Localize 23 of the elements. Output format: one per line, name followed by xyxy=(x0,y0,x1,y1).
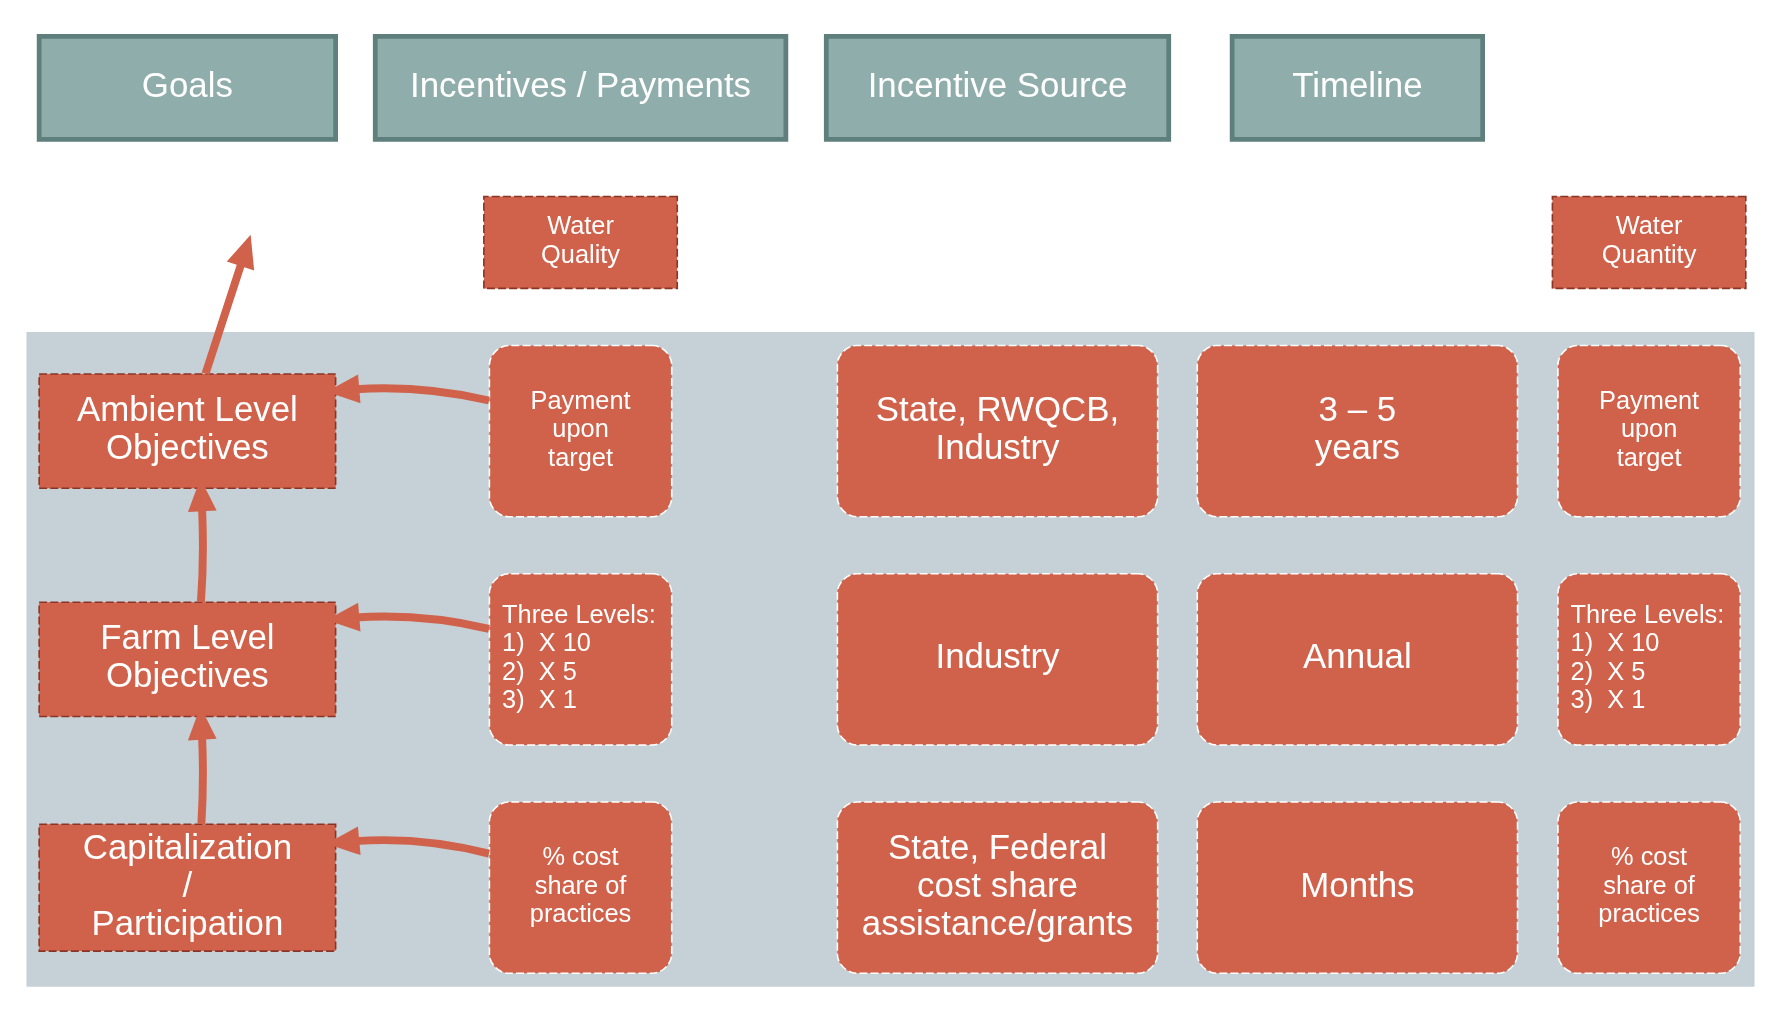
node-box: Incentives / Payments xyxy=(372,33,789,142)
node-box: Months xyxy=(1196,801,1519,975)
node-box: Payment upon target xyxy=(488,344,673,518)
node-box: Timeline xyxy=(1229,33,1485,142)
node-box: Annual xyxy=(1196,573,1519,746)
node-box: % cost share of practices xyxy=(1557,801,1742,975)
node-box: Incentive Source xyxy=(823,33,1172,142)
node-box: Three Levels: 1) X 10 2) X 5 3) X 1 xyxy=(1557,573,1742,746)
node-box: Payment upon target xyxy=(1557,344,1742,518)
node-box: Farm Level Objectives xyxy=(38,601,337,718)
node-box: State, Federal cost share assistance/grants xyxy=(836,801,1159,975)
node-box: Water Quality xyxy=(483,195,679,290)
node-box: Three Levels: 1) X 10 2) X 5 3) X 1 xyxy=(488,573,673,746)
node-box: Industry xyxy=(836,573,1159,746)
arrow xyxy=(201,234,255,376)
cluster xyxy=(26,332,1755,987)
node-box: State, RWQCB, Industry xyxy=(836,344,1159,518)
node-box: Ambient Level Objectives xyxy=(38,373,337,489)
node-box: Capitalization / Participation xyxy=(38,823,337,952)
node-box: % cost share of practices xyxy=(488,801,673,975)
node-box: Goals xyxy=(36,33,338,142)
node-box: Water Quantity xyxy=(1551,195,1747,290)
node-box: 3 – 5 years xyxy=(1196,344,1519,518)
